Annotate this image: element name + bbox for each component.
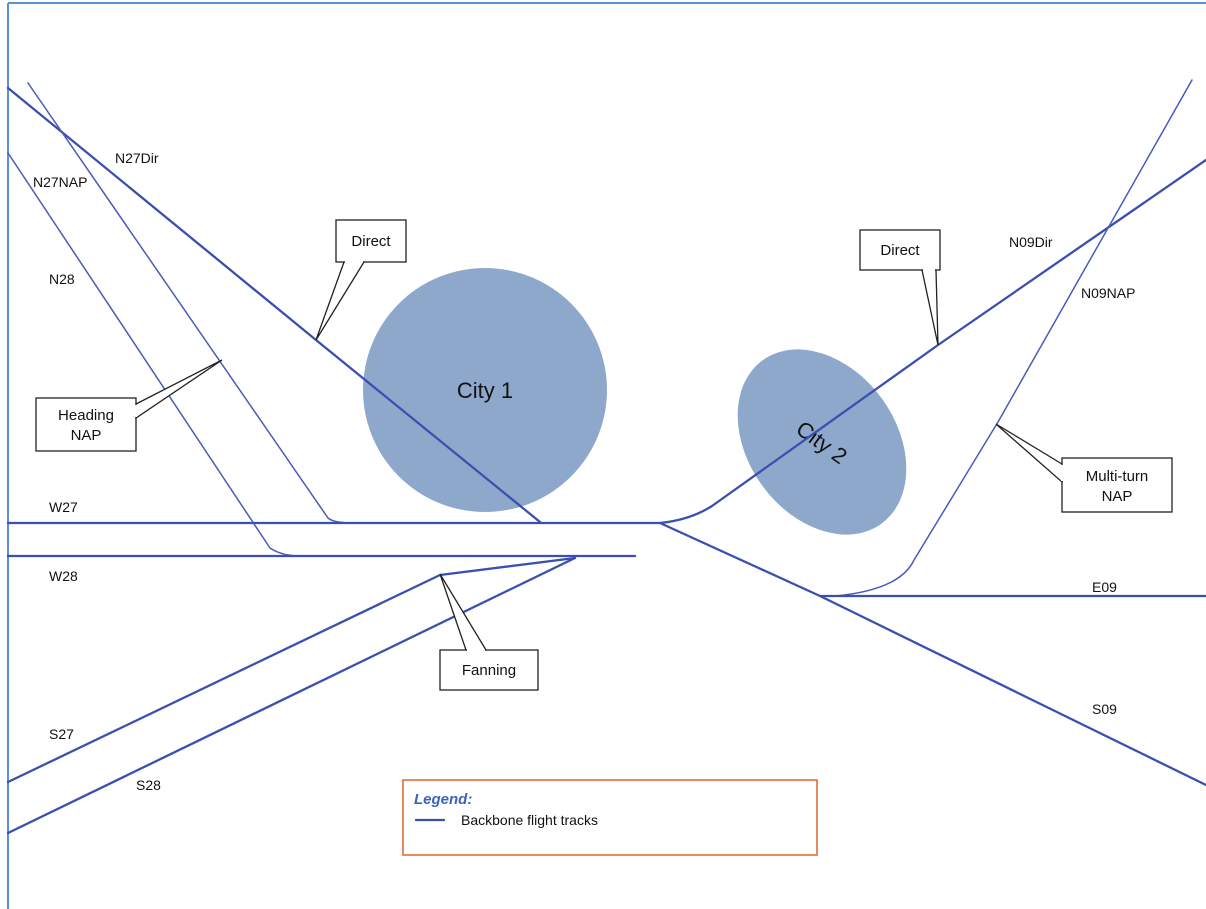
city-1-label: City 1 (457, 378, 513, 403)
callout-multi-turn-nap-line1: Multi-turn (1086, 468, 1149, 485)
route-label-w27: W27 (49, 499, 78, 515)
callout-heading-nap: Heading NAP (35, 359, 223, 452)
route-label-n09dir: N09Dir (1009, 234, 1053, 250)
track-s09 (818, 594, 1206, 787)
callout-multi-turn-nap: Multi-turn NAP (995, 423, 1173, 513)
legend-box (402, 779, 818, 856)
track-s28 (6, 556, 577, 835)
track-e09 (658, 521, 1206, 598)
track-n28 (7, 152, 301, 557)
route-label-w28: W28 (49, 568, 78, 584)
callout-direct-east: Direct (859, 229, 941, 346)
route-label-n27dir: N27Dir (115, 150, 159, 166)
route-label-s28: S28 (136, 777, 161, 793)
callout-multi-turn-nap-line2: NAP (1102, 488, 1133, 505)
callout-fanning: Fanning (439, 573, 539, 691)
route-label-s27: S27 (49, 726, 74, 742)
route-label-n27nap: N27NAP (33, 174, 87, 190)
legend: Legend: Backbone flight tracks (402, 779, 818, 856)
callout-heading-nap-line1: Heading (58, 407, 114, 424)
callout-direct-east-text: Direct (880, 242, 920, 259)
callout-direct-west-text: Direct (351, 233, 391, 250)
route-label-s09: S09 (1092, 701, 1117, 717)
callout-fanning-text: Fanning (462, 662, 516, 679)
city-2-area (737, 349, 907, 535)
legend-title: Legend: (414, 791, 472, 808)
callout-direct-west: Direct (315, 219, 407, 341)
route-label-n09nap: N09NAP (1081, 285, 1135, 301)
route-label-e09: E09 (1092, 579, 1117, 595)
city-1-area (363, 268, 607, 512)
callout-heading-nap-line2: NAP (71, 427, 102, 444)
legend-item-label: Backbone flight tracks (461, 812, 598, 828)
track-n09nap (834, 79, 1193, 597)
track-n09dir (658, 158, 1206, 525)
track-n27nap (27, 82, 353, 524)
route-label-n28: N28 (49, 271, 75, 287)
